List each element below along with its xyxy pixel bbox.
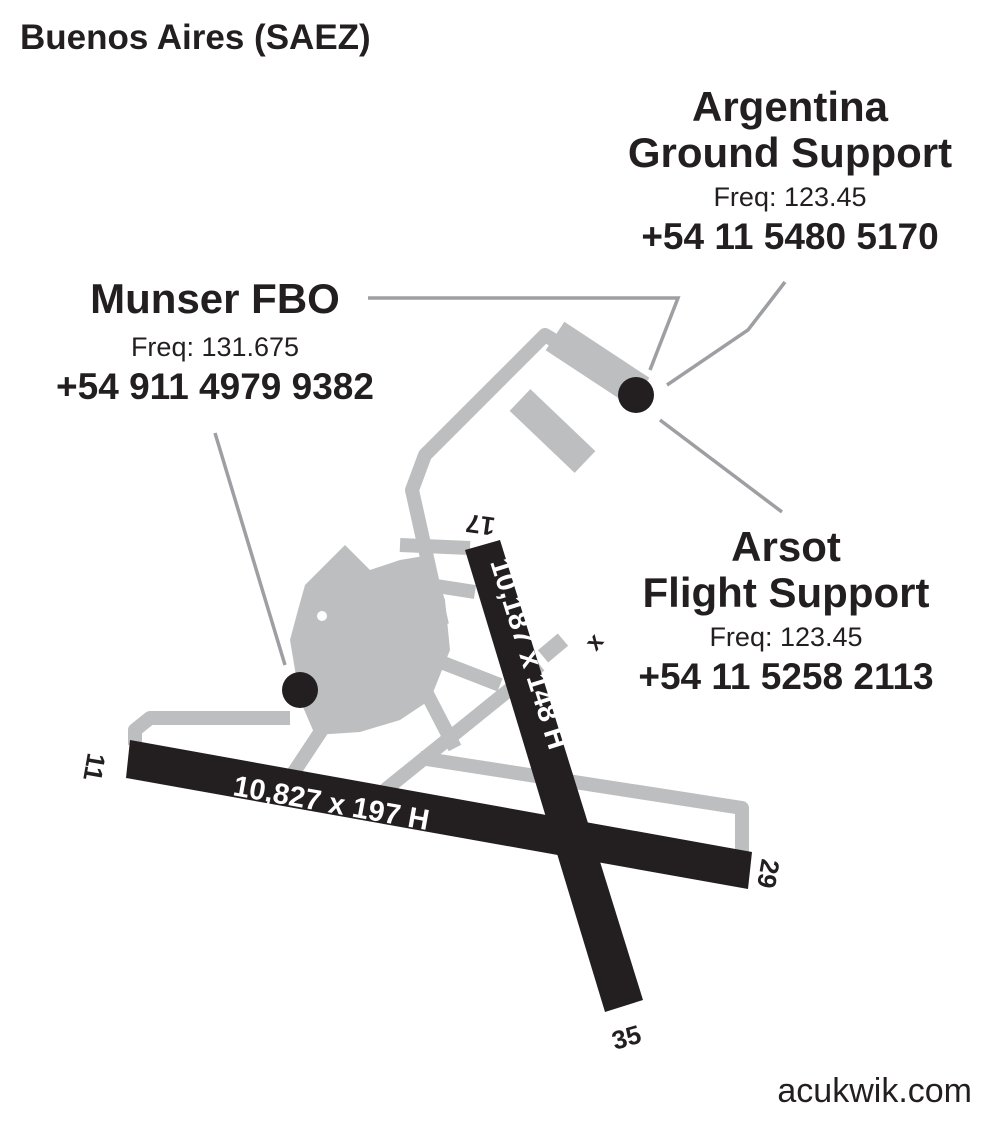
leader-munser-dot: [213, 432, 287, 666]
fbo-location-dot-munser: [282, 672, 318, 708]
runway-end-29: 29: [751, 857, 786, 891]
leader-argentina: [666, 280, 787, 387]
connector-5: [399, 538, 471, 555]
fbo-name: Flight Support: [642, 569, 930, 616]
leader-munser: [368, 296, 681, 371]
leader-arsot: [658, 418, 784, 514]
fbo-phone: +54 11 5480 5170: [641, 216, 939, 257]
apron-spur: [509, 389, 596, 473]
taxiway-south-west: [128, 711, 290, 745]
fbo-name: Munser FBO: [90, 275, 340, 322]
fbo-frequency: Freq: 131.675: [130, 332, 300, 362]
fbo-arsot-flight-support: Arsot Flight Support Freq: 123.45 +54 11…: [586, 524, 986, 700]
fbo-location-dot-argentina: [618, 377, 654, 413]
closed-area: [537, 633, 569, 663]
fbo-frequency: Freq: 123.45: [709, 622, 863, 652]
airport-title: Buenos Aires (SAEZ): [20, 18, 371, 57]
runway-end-35: 35: [608, 1019, 644, 1056]
main-apron: [290, 545, 450, 735]
runway-17-35: [465, 540, 643, 1012]
taxiway-parallel: [418, 751, 749, 852]
leader-lines: [213, 280, 787, 666]
source-link[interactable]: acukwik.com: [777, 1072, 972, 1110]
fbo-phone: +54 911 4979 9382: [56, 366, 374, 407]
apron-marker: [317, 611, 327, 621]
fbo-argentina-ground-support: Argentina Ground Support Freq: 123.45 +5…: [590, 84, 990, 260]
runway-end-17: 17: [464, 508, 497, 542]
fbo-munser: Munser FBO Freq: 131.675 +54 911 4979 93…: [15, 276, 415, 410]
fbo-name: Argentina: [691, 83, 888, 130]
runway-end-11: 11: [77, 751, 111, 783]
fbo-frequency: Freq: 123.45: [713, 182, 867, 212]
fbo-phone: +54 11 5258 2113: [638, 656, 934, 697]
fbo-name: Arsot: [731, 523, 841, 570]
fbo-name: Ground Support: [627, 129, 953, 176]
